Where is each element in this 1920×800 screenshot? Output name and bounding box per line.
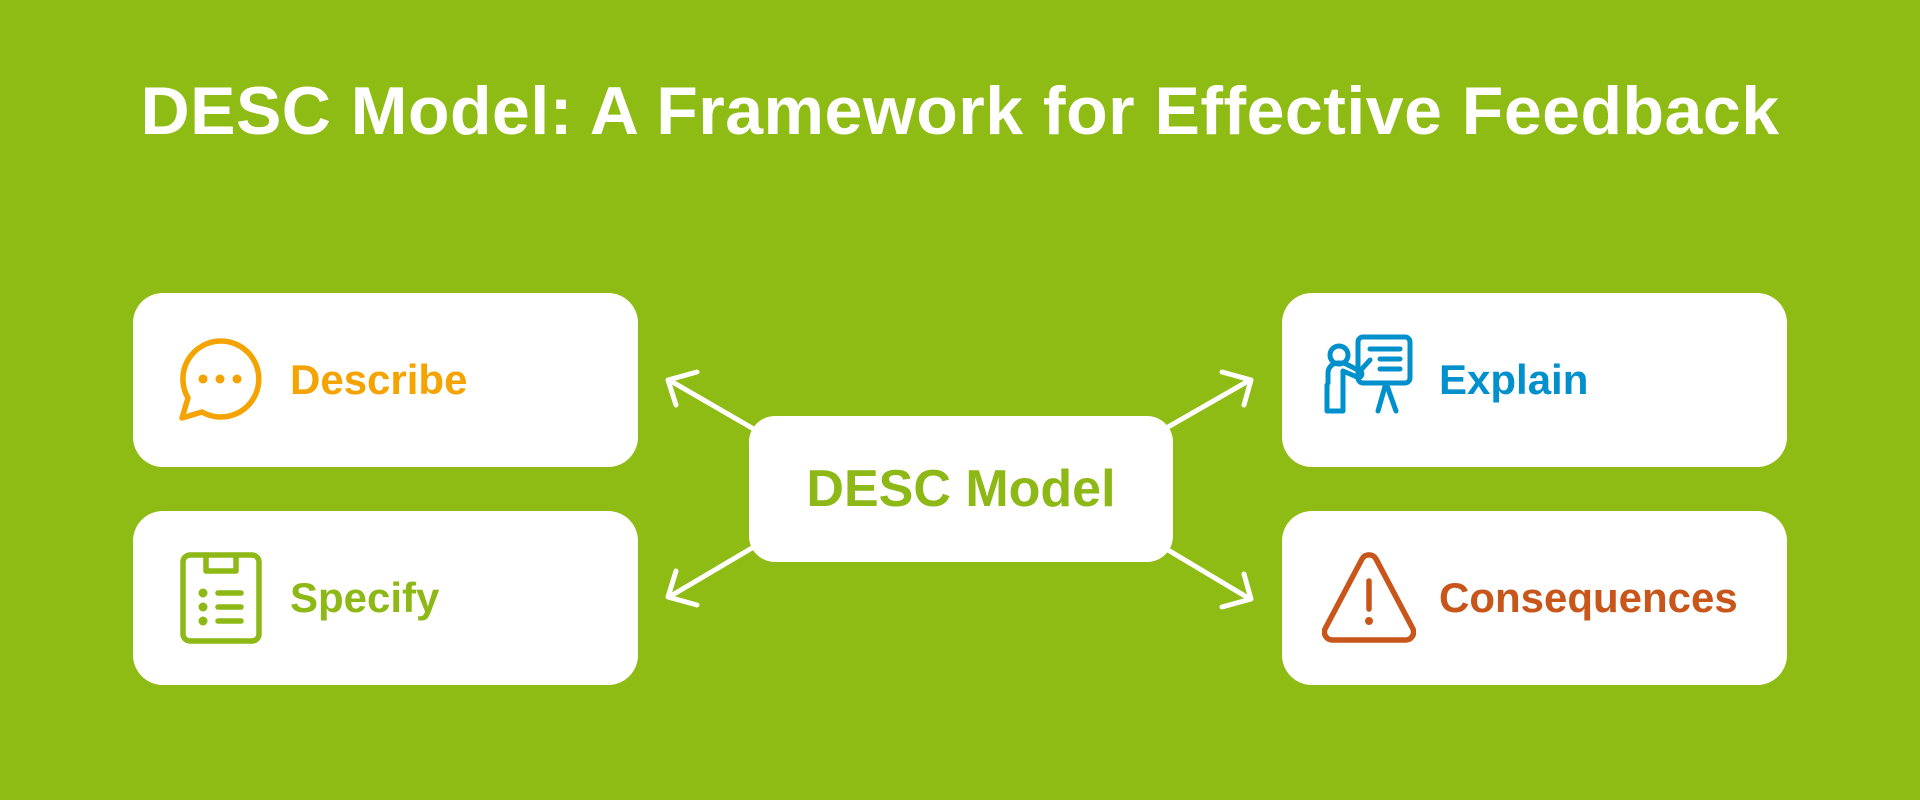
- warning-triangle-icon: [1322, 552, 1416, 643]
- card-label: Explain: [1439, 356, 1589, 403]
- presenter-board-icon: [1324, 334, 1413, 414]
- arrow-to-consequences: [1165, 547, 1254, 610]
- arrow-to-describe: [665, 369, 755, 431]
- arrow-to-explain: [1165, 369, 1254, 430]
- card-label: Consequences: [1439, 574, 1738, 621]
- card-explain: Explain: [1282, 293, 1787, 467]
- arrow-to-specify: [665, 545, 755, 608]
- card-label: Specify: [290, 574, 440, 621]
- card-specify: Specify: [133, 511, 638, 685]
- page-title: DESC Model: A Framework for Effective Fe…: [140, 73, 1780, 149]
- speech-bubble-icon: [179, 338, 262, 421]
- card-label: Describe: [290, 356, 468, 403]
- card-consequences: Consequences: [1282, 511, 1787, 685]
- card-describe: Describe: [133, 293, 638, 467]
- center-label: DESC Model: [806, 460, 1116, 518]
- center-node: DESC Model: [749, 416, 1173, 562]
- clipboard-list-icon: [180, 552, 262, 644]
